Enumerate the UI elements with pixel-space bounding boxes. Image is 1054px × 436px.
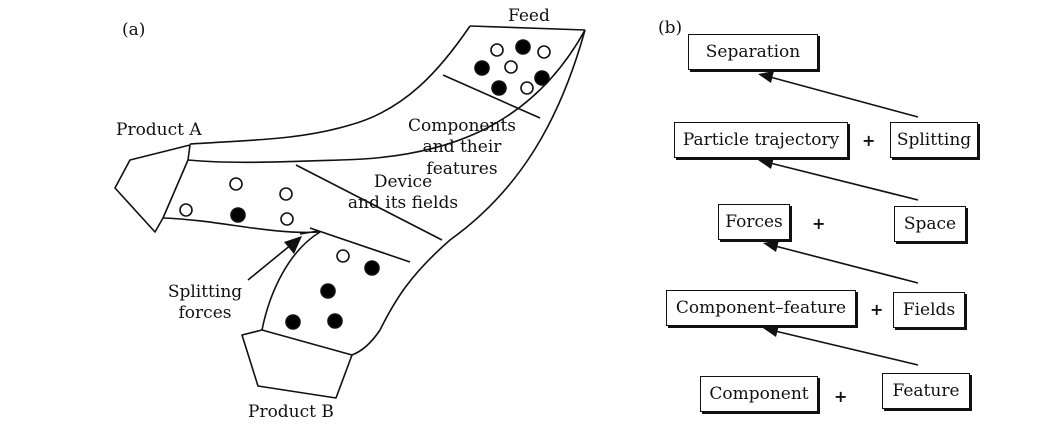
feed-label: Feed (508, 6, 550, 26)
partition-product-b (309, 227, 411, 263)
open-particle (490, 43, 504, 57)
open-particle (229, 177, 243, 191)
partition-feed (442, 74, 541, 119)
open-particle (520, 81, 534, 95)
partition-device (295, 164, 443, 241)
forces-box: Forces (718, 204, 790, 240)
components-line-3: features (426, 158, 498, 179)
open-particle (537, 45, 551, 59)
channel-outer-wall (187, 29, 586, 164)
filled-particle (327, 313, 343, 329)
plus-sign: + (870, 300, 884, 319)
open-particle (336, 249, 350, 263)
feature-box: Feature (882, 373, 970, 409)
splitting-line-1: Splitting (167, 282, 243, 302)
device-line-2: and its fields (347, 193, 459, 214)
splitting-forces-label: Splitting forces (160, 282, 250, 325)
channel-right-wall (351, 29, 586, 356)
components-label: Components and their features (404, 116, 520, 180)
separation-box: Separation (688, 34, 818, 70)
product-b-particles (285, 249, 380, 330)
splitting-line-2: forces (178, 303, 232, 324)
product-b-outlet (241, 329, 353, 399)
components-line-2: and their (422, 137, 502, 158)
plus-sign: + (862, 131, 876, 150)
channel-inner-wall (189, 25, 471, 145)
product-a-particles (179, 177, 294, 226)
open-particle (280, 212, 294, 226)
filled-particle (320, 283, 336, 299)
fields-box: Fields (893, 292, 965, 328)
product-a-label: Product A (116, 120, 202, 140)
filled-particle (230, 207, 246, 223)
filled-particle (491, 80, 507, 96)
feed-inlet-top (469, 25, 586, 31)
open-particle (279, 187, 293, 201)
device-label: Device and its fields (340, 172, 466, 215)
product-a-outlet (114, 144, 191, 233)
plus-sign: + (834, 387, 848, 406)
product-a-branch (162, 217, 321, 234)
filled-particle (285, 314, 301, 330)
filled-particle (364, 260, 380, 276)
panel-a-label: (a) (122, 20, 146, 40)
feed-particles (474, 39, 551, 96)
space-box: Space (894, 206, 966, 242)
device-line-1: Device (373, 172, 433, 192)
splitting-arrow-head (284, 236, 302, 254)
product-b-label: Product B (248, 402, 334, 422)
component-feature-box: Component–feature (666, 290, 856, 326)
splitter-tongue (261, 231, 321, 331)
particle-trajectory-box: Particle trajectory (674, 122, 848, 158)
components-line-1: Components (408, 116, 516, 136)
open-particle (179, 203, 193, 217)
panel-b-label: (b) (658, 18, 683, 38)
partition-lower (299, 230, 319, 235)
splitting-arrow-shaft (247, 243, 293, 281)
filled-particle (534, 70, 550, 86)
filled-particle (474, 60, 490, 76)
filled-particle (515, 39, 531, 55)
splitting-box: Splitting (890, 122, 978, 158)
component-box: Component (700, 376, 818, 412)
open-particle (504, 60, 518, 74)
plus-sign: + (812, 214, 826, 233)
